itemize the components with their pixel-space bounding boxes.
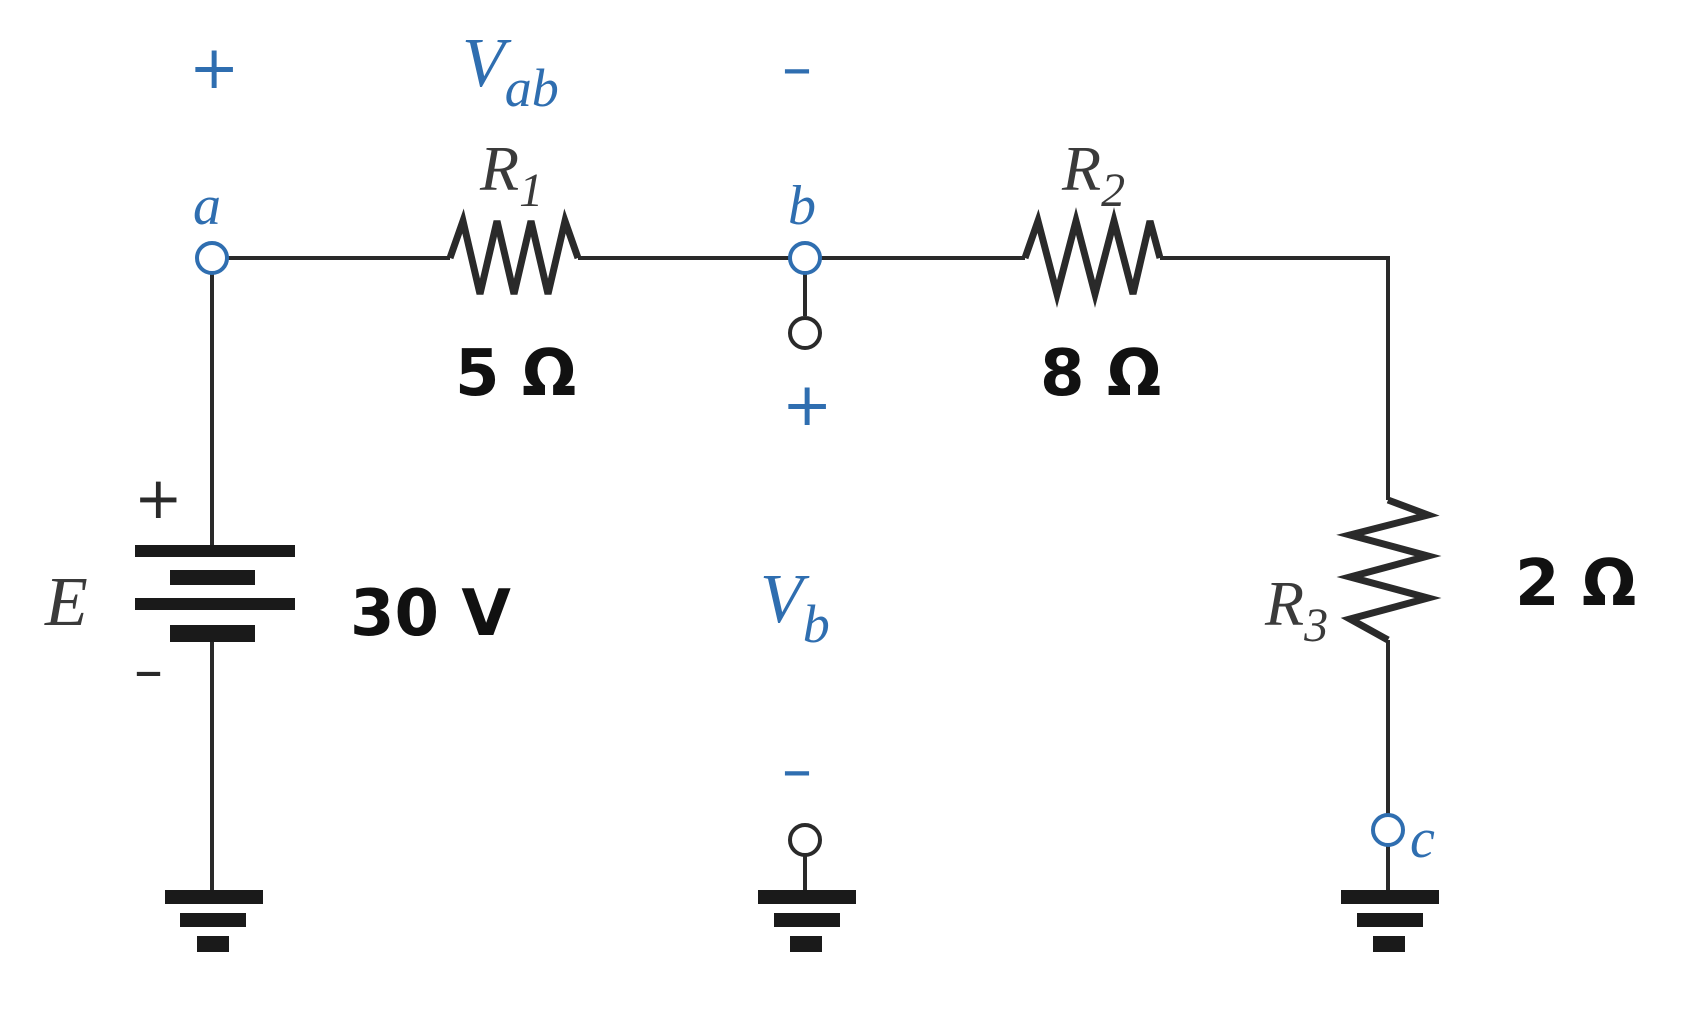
terminal-vb-bottom [788,823,822,857]
terminal-b [788,241,822,275]
vab-label: Vab [462,25,559,118]
battery-symbol [135,545,295,642]
battery-plate-long-2 [135,598,295,610]
source-minus-sign: – [134,636,163,704]
terminal-c [1371,813,1405,847]
wires [210,256,1390,890]
battery-plate-short-1 [170,570,255,585]
ground-symbol-right [1341,890,1439,952]
vb-plus-sign: + [782,370,832,440]
resistor-r1-value: 5 Ω [455,337,576,411]
resistor-r3-value: 2 Ω [1515,547,1636,621]
ground-symbol-center [758,890,856,952]
resistor-r2 [1021,207,1164,308]
resistor-r1 [446,208,582,295]
terminal-vb-top [788,316,822,350]
battery-plate-short-2 [170,625,255,642]
source-value: 30 V [350,577,511,651]
node-label-b: b [788,175,816,237]
vb-label: Vb [760,561,830,654]
vb-minus-sign: – [782,735,812,805]
source-plus-sign: + [134,464,183,532]
node-label-c: c [1410,808,1435,870]
resistor-r2-value: 8 Ω [1040,337,1161,411]
ground-symbol-left [165,890,263,952]
resistor-r3-label: R3 [1264,568,1328,652]
resistor-r1-label: R1 [479,133,543,217]
vab-minus-sign: – [782,33,812,103]
vab-plus-sign: + [189,33,239,103]
resistor-r3 [1336,496,1442,644]
terminal-a [195,241,229,275]
battery-plate-long-1 [135,545,295,557]
node-label-a: a [193,175,221,237]
wire-r2-r3 [1160,256,1390,500]
source-label: E [44,564,88,641]
resistor-r2-label: R2 [1061,133,1125,217]
